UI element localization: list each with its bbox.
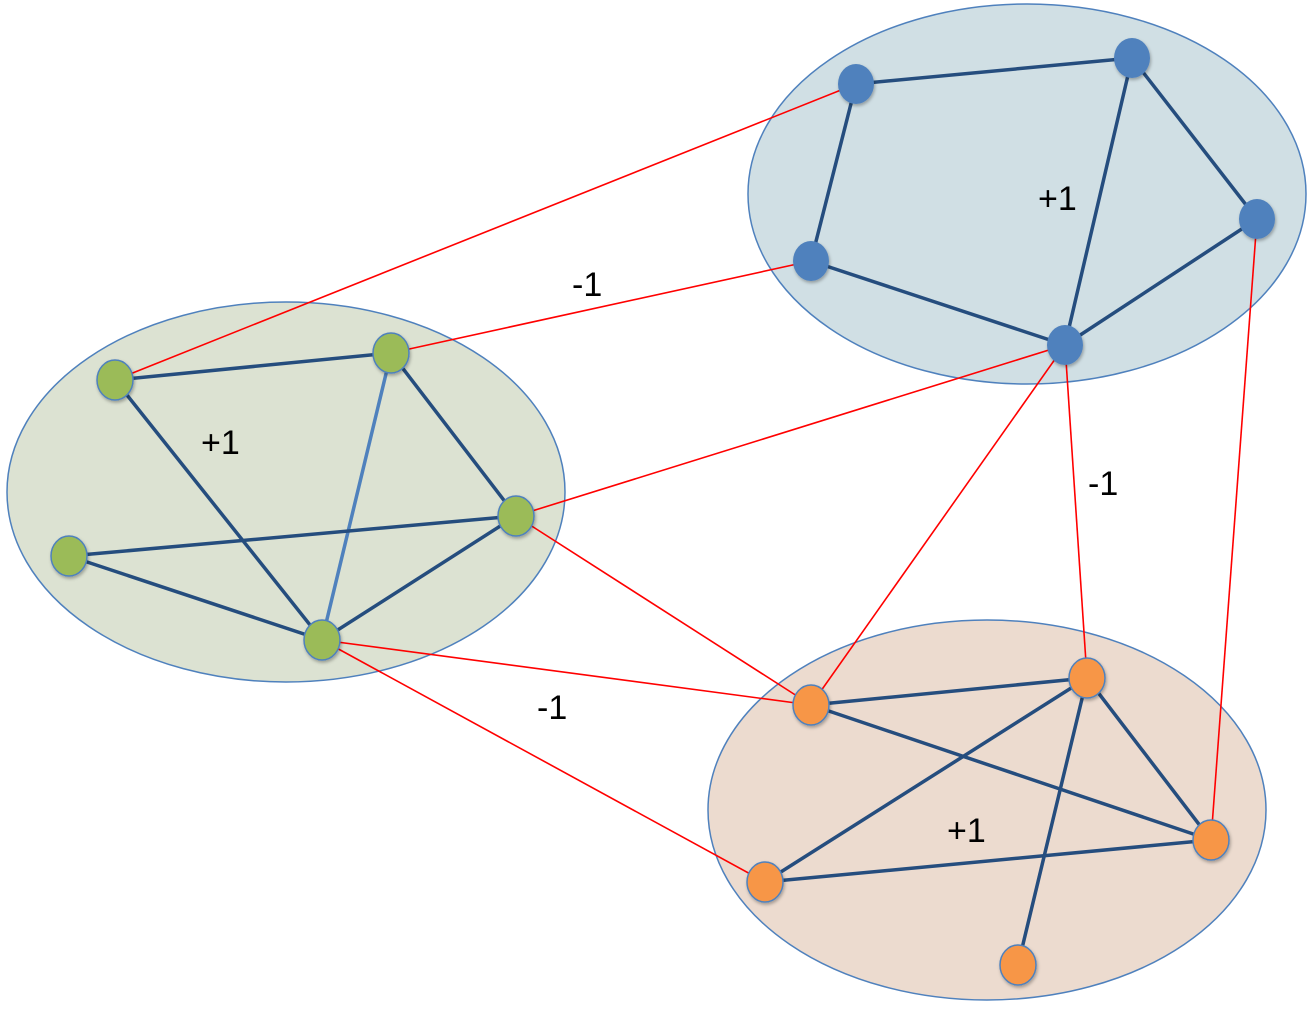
edge-g3-g5 bbox=[321, 514, 517, 642]
edge-b4-b5 bbox=[810, 259, 1066, 347]
cluster-label-blue: +1 bbox=[1038, 180, 1077, 218]
edge-b3-b5 bbox=[1064, 217, 1258, 347]
node-o2 bbox=[1068, 657, 1106, 699]
node-o1 bbox=[792, 684, 830, 726]
cluster-green bbox=[6, 301, 566, 683]
edge-g1-g2 bbox=[114, 351, 392, 382]
edge-o1-o2 bbox=[810, 676, 1088, 707]
inter-edge-b5-o2 bbox=[1064, 344, 1088, 679]
inter-edge-g5-o1 bbox=[321, 639, 812, 706]
node-g3 bbox=[497, 495, 535, 537]
cluster-orange bbox=[707, 619, 1267, 1001]
inter-edge-g3-o1 bbox=[515, 515, 812, 706]
edge-o2-o4 bbox=[764, 676, 1088, 884]
node-b2 bbox=[1114, 38, 1150, 78]
edge-g2-g5 bbox=[320, 352, 393, 641]
inter-edge-b5-o1 bbox=[810, 344, 1066, 706]
node-o4 bbox=[746, 861, 784, 903]
node-g1 bbox=[96, 359, 134, 401]
node-g2 bbox=[372, 332, 410, 374]
node-g4 bbox=[50, 535, 88, 577]
edge-o4-o3 bbox=[764, 838, 1212, 884]
inter-edge-g5-o4 bbox=[321, 639, 766, 883]
cluster-label-orange: +1 bbox=[947, 812, 986, 850]
inter-label-green-orange: -1 bbox=[537, 689, 567, 727]
node-b4 bbox=[793, 241, 829, 281]
inter-edge-b3-o3 bbox=[1210, 218, 1258, 841]
edge-b2-b5 bbox=[1063, 57, 1134, 346]
edge-o1-o3 bbox=[810, 703, 1212, 842]
node-o5 bbox=[999, 944, 1037, 986]
edge-b2-b3 bbox=[1130, 56, 1259, 221]
edge-g1-g5 bbox=[113, 378, 324, 642]
edge-g4-g5 bbox=[68, 554, 323, 642]
inter-edge-g2-b4 bbox=[390, 260, 812, 354]
edge-g4-g3 bbox=[68, 514, 517, 558]
cluster-label-green: +1 bbox=[201, 424, 240, 462]
inter-edge-g1-b1 bbox=[114, 83, 857, 381]
cluster-blue bbox=[747, 3, 1307, 385]
edge-o2-o5 bbox=[1016, 677, 1089, 966]
edge-b1-b4 bbox=[809, 83, 858, 262]
inter-edge-g3-b5 bbox=[515, 344, 1066, 517]
edge-o2-o3 bbox=[1085, 676, 1213, 842]
node-g5 bbox=[303, 619, 341, 661]
node-b5 bbox=[1047, 325, 1083, 365]
edge-b1-b2 bbox=[855, 56, 1133, 86]
edge-g2-g3 bbox=[389, 351, 518, 518]
node-b1 bbox=[838, 64, 874, 104]
node-o3 bbox=[1192, 819, 1230, 861]
inter-label-blue-orange: -1 bbox=[1088, 465, 1118, 503]
inter-label-green-blue: -1 bbox=[572, 266, 602, 304]
node-b3 bbox=[1239, 199, 1275, 239]
